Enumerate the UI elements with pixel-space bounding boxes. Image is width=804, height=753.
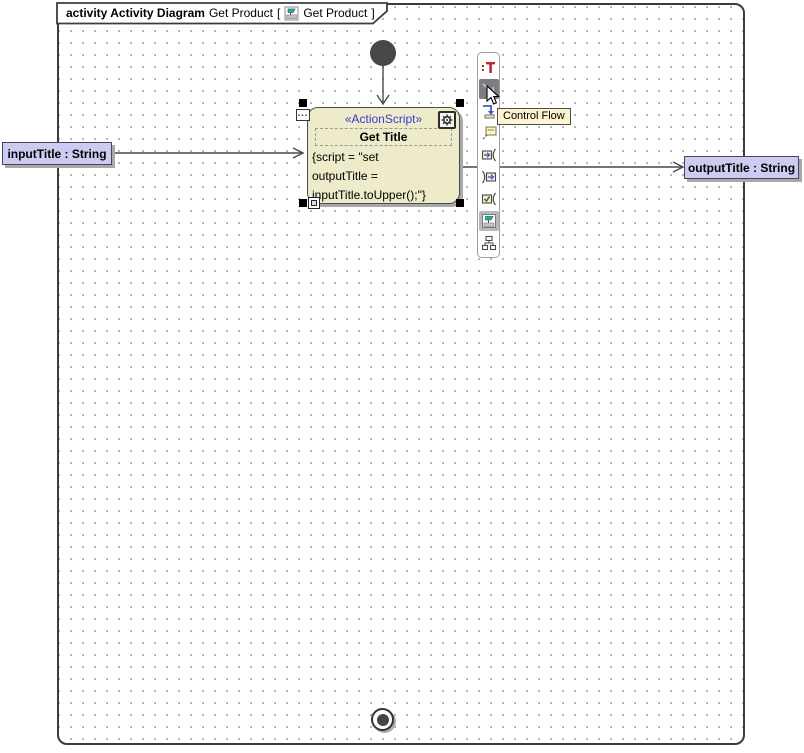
- frame-context-name: Get Product: [303, 6, 368, 20]
- parameter-node-output[interactable]: outputTitle : String: [684, 156, 799, 179]
- action-script-text: {script = "set outputTitle = inputTitle.…: [312, 150, 426, 202]
- selection-handle-top-right[interactable]: [456, 99, 464, 107]
- tool-output-pin-icon[interactable]: [479, 166, 499, 188]
- initial-node[interactable]: [370, 40, 396, 66]
- tool-comment-icon[interactable]: [479, 122, 499, 144]
- selection-handle-bottom-right[interactable]: [456, 199, 464, 207]
- frame-bracket-close: ]: [371, 6, 375, 20]
- tool-text-icon[interactable]: [479, 56, 499, 78]
- action-node-get-title[interactable]: «ActionScript» Get Title {script = "set …: [307, 107, 460, 204]
- activity-final-node[interactable]: [371, 708, 394, 731]
- action-name[interactable]: Get Title: [315, 128, 452, 146]
- tool-diagram-shortcut-icon[interactable]: [478, 211, 499, 231]
- frame-bracket-open: [: [276, 6, 281, 20]
- tool-value-pin-icon[interactable]: [479, 188, 499, 210]
- edge-input-to-action[interactable]: [112, 147, 305, 159]
- selection-handle-bottom-left[interactable]: [299, 199, 307, 207]
- edge-initial-to-action[interactable]: [376, 66, 390, 106]
- frame-keyword: activity Activity Diagram: [66, 6, 205, 20]
- tooltip: Control Flow: [497, 108, 571, 125]
- frame-header-tab[interactable]: [56, 2, 392, 25]
- activity-diagram-icon: [284, 6, 299, 21]
- behavior-gear-icon[interactable]: [438, 111, 456, 129]
- more-options-button[interactable]: ...: [296, 109, 310, 121]
- corner-badge-icon[interactable]: [308, 197, 320, 209]
- frame-diagram-name: Get Product: [208, 6, 273, 20]
- tool-structured-node-icon[interactable]: [479, 232, 499, 254]
- smart-manipulator-palette: [477, 52, 500, 258]
- selection-handle-top-left[interactable]: [299, 99, 307, 107]
- action-stereotype: «ActionScript»: [344, 112, 423, 126]
- tool-object-flow-icon[interactable]: [479, 100, 499, 122]
- tool-input-pin-icon[interactable]: [479, 144, 499, 166]
- parameter-node-input[interactable]: inputTitle : String: [2, 142, 112, 165]
- mouse-cursor-icon: [486, 85, 500, 105]
- frame-header-text: activity Activity Diagram Get Product [ …: [66, 5, 375, 21]
